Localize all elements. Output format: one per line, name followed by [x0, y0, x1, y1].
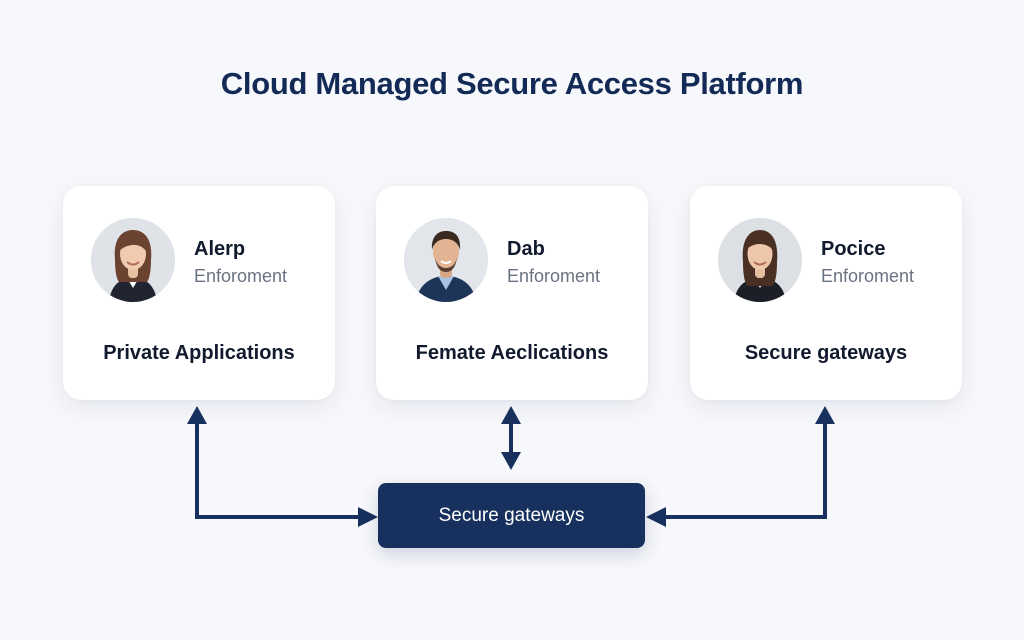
- left-connector-line: [195, 422, 360, 519]
- woman-avatar-icon: [718, 218, 802, 302]
- person-role: Enforoment: [821, 266, 915, 286]
- card-label: Private Applications: [103, 342, 295, 364]
- page-title: Cloud Managed Secure Access Platform: [220, 66, 804, 101]
- right-connector-line: [664, 422, 827, 519]
- center-down-arrowhead: [501, 452, 521, 470]
- person-role: Enforoment: [194, 266, 288, 286]
- person-name: Pocice: [821, 238, 886, 260]
- person-name: Dab: [507, 238, 545, 260]
- woman-avatar-icon: [91, 218, 175, 302]
- card-label: Femate Aeclications: [415, 342, 609, 364]
- card-label: Secure gateways: [744, 342, 908, 364]
- card-secure-gateways: Pocice Enforoment Secure gateways: [690, 186, 962, 400]
- right-up-arrowhead: [815, 406, 835, 424]
- card-femate-aeclications: Dab Enforoment Femate Aeclications: [376, 186, 648, 400]
- secure-gateways-node: Secure gateways: [378, 483, 645, 548]
- right-left-arrowhead: [646, 507, 666, 527]
- gateway-label: Secure gateways: [438, 504, 585, 526]
- left-right-arrowhead: [358, 507, 378, 527]
- left-up-arrowhead: [187, 406, 207, 424]
- center-up-arrowhead: [501, 406, 521, 424]
- man-avatar-icon: [404, 218, 488, 302]
- card-private-applications: Alerp Enforoment Private Applications: [63, 186, 335, 400]
- person-name: Alerp: [194, 238, 246, 260]
- person-role: Enforoment: [507, 266, 601, 286]
